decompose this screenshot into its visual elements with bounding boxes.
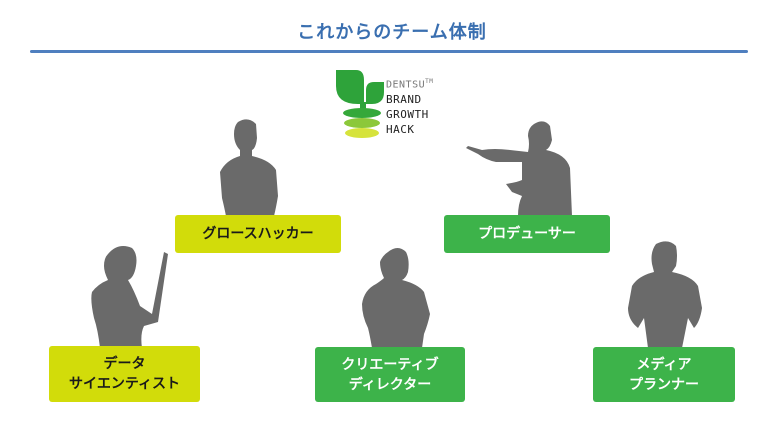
role-label-line2: プランナー: [629, 376, 699, 393]
role-creative-director: クリエーティブ ディレクター: [315, 347, 465, 402]
role-producer: プロデューサー: [444, 215, 610, 253]
role-growth-hacker: グロースハッカー: [175, 215, 341, 253]
role-label-line2: ディレクター: [348, 376, 432, 393]
logo-line-brand: BRAND: [386, 93, 422, 107]
logo-line-dentsu: DENTSU: [386, 79, 426, 91]
role-label-line2: サイエンティスト: [68, 376, 181, 392]
logo-trademark: TM: [425, 78, 434, 85]
data-scientist-silhouette: [88, 244, 176, 348]
role-data-scientist: データ サイエンティスト: [49, 346, 200, 402]
page-title: これからのチーム体制: [297, 22, 487, 43]
role-label-line1: メディア: [636, 356, 692, 373]
producer-silhouette: [466, 118, 578, 216]
media-planner-silhouette: [622, 238, 706, 348]
logo-line-hack: HACK: [386, 123, 415, 137]
title-underline: [30, 50, 748, 53]
role-label-line1: データ: [103, 356, 146, 372]
role-media-planner: メディア プランナー: [593, 347, 735, 402]
role-label: プロデューサー: [478, 226, 576, 242]
logo-line-growth: GROWTH: [386, 108, 429, 122]
creative-director-silhouette: [358, 244, 436, 348]
role-label: グロースハッカー: [202, 226, 314, 242]
role-label-line1: クリエーティブ: [341, 356, 439, 373]
growth-hacker-silhouette: [216, 118, 286, 216]
logo-wordmark: DENTSUTM BRAND GROWTH HACK: [386, 74, 433, 137]
dentsu-brand-growth-hack-logo: DENTSUTM BRAND GROWTH HACK: [334, 68, 464, 142]
sprout-icon: [336, 70, 384, 138]
